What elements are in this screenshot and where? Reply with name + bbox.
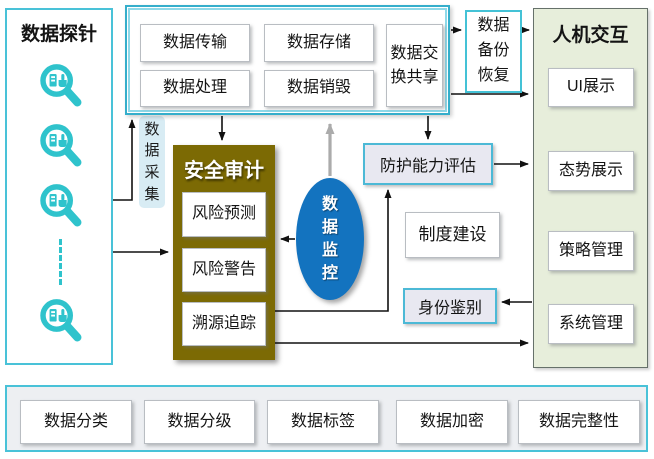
probe-search-icon [37, 62, 85, 110]
institution-building-text: 制度建设 [418, 225, 487, 245]
lifecycle-box-destruction: 数据销毁 [264, 70, 374, 107]
data-monitor-ellipse: 数据监控 [296, 178, 364, 300]
data-probe-panel: 数据探针 [5, 8, 113, 365]
lifecycle-box-exchange-sharing: 数据交换共享 [386, 24, 443, 107]
data-security-capability-panel: 数据分类 数据分级 数据标签 数据加密 数据完整性 [5, 385, 648, 452]
lifecycle-box-processing: 数据处理 [140, 70, 250, 107]
data-lifecycle-inner-border: 数据传输 数据存储 数据处理 数据销毁 数据交换共享 [128, 8, 447, 112]
bottom-box-data-classification: 数据分类 [20, 400, 132, 444]
data-collection-label: 数据采集 [139, 116, 165, 208]
hmi-title: 人机交互 [552, 25, 629, 46]
bottom-box-data-encryption: 数据加密 [396, 400, 508, 444]
audit-box-trace-tracking: 溯源追踪 [182, 302, 266, 346]
protection-assessment-box: 防护能力评估 [363, 143, 493, 185]
lifecycle-box-storage: 数据存储 [264, 24, 374, 62]
security-audit-panel: 安全审计 风险预测 风险警告 溯源追踪 [173, 145, 275, 360]
data-collection-text: 数据采集 [144, 120, 160, 203]
bottom-box-data-labeling: 数据标签 [267, 400, 379, 444]
lifecycle-box-transmission: 数据传输 [140, 24, 250, 62]
institution-building-box: 制度建设 [405, 212, 500, 258]
protection-assessment-text: 防护能力评估 [379, 158, 476, 175]
data-monitor-text: 数据监控 [321, 195, 338, 283]
audit-box-risk-prediction: 风险预测 [182, 192, 266, 237]
hmi-box-system-management: 系统管理 [548, 304, 634, 344]
ellipsis-dots [59, 239, 62, 285]
hmi-box-ui-display: UI展示 [548, 68, 634, 107]
identity-authentication-text: 身份鉴别 [417, 300, 482, 317]
probe-search-icon [37, 182, 85, 230]
hmi-box-strategy-management: 策略管理 [548, 231, 634, 271]
backup-recovery-text: 数据备份恢复 [477, 17, 510, 84]
probe-search-icon [37, 297, 85, 345]
bottom-box-data-grading: 数据分级 [144, 400, 255, 444]
bottom-box-data-integrity: 数据完整性 [518, 400, 640, 444]
hmi-panel: 人机交互 UI展示 态势展示 策略管理 系统管理 [533, 8, 648, 368]
data-probe-title: 数据探针 [20, 24, 97, 45]
probe-search-icon [37, 122, 85, 170]
backup-recovery-box: 数据备份恢复 [465, 10, 522, 93]
identity-authentication-box: 身份鉴别 [403, 288, 497, 324]
audit-box-risk-warning: 风险警告 [182, 248, 266, 292]
data-lifecycle-panel: 数据传输 数据存储 数据处理 数据销毁 数据交换共享 [125, 5, 450, 115]
hmi-box-situation-display: 态势展示 [548, 151, 634, 191]
security-audit-title: 安全审计 [184, 160, 264, 182]
